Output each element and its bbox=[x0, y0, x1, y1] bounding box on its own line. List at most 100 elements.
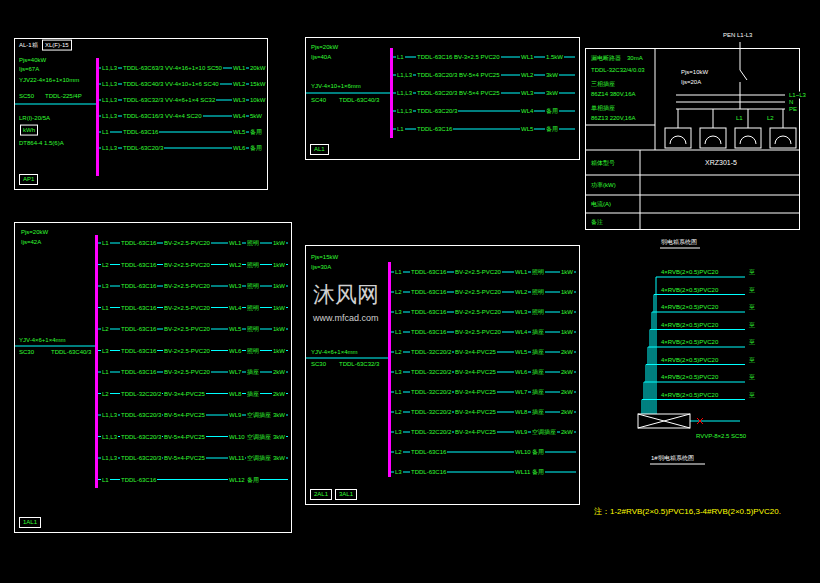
circuit-text: L1,L3 bbox=[396, 108, 413, 115]
circuit-text: 备用 bbox=[545, 108, 559, 115]
table-cell: 箱体型号 bbox=[590, 160, 616, 167]
circuit-text: WL1 bbox=[514, 269, 528, 276]
circuit-text: 3kW bbox=[272, 412, 286, 419]
load-data: Ijs=20A bbox=[680, 79, 702, 86]
cable-spec: 4×RVB(2×0.5)PVC20 bbox=[660, 321, 719, 328]
circuit-text: 空调插座 bbox=[246, 433, 272, 440]
destination: 至 bbox=[748, 321, 756, 328]
circuit-text: BV-2×2.5-PVC20 bbox=[163, 326, 211, 333]
cable-spec: 4×RVB(2×0.5)PVC20 bbox=[660, 339, 719, 346]
circuit-text: 3kW bbox=[545, 72, 559, 79]
circuit-text: L2 bbox=[101, 326, 110, 333]
circuit-text: WL8 bbox=[514, 409, 528, 416]
circuit-text: TDDL-63C32/3 VV-4×6+1×4 SC32 bbox=[122, 97, 216, 104]
signal-name: L1~L3 bbox=[788, 92, 807, 99]
circuit-text: WL1 bbox=[520, 54, 534, 61]
panel-name-group: AL1 bbox=[310, 144, 329, 155]
circuit-text: BV-3×2.5-PVC20 bbox=[454, 329, 502, 336]
circuit-text: L1,L3 bbox=[396, 90, 413, 97]
feeder-cable: YJV-4×6+1×4mm bbox=[18, 337, 67, 344]
circuit-text: WL7 bbox=[228, 369, 242, 376]
circuit-text: TDDL-63C16 bbox=[410, 329, 447, 336]
circuit-text: L3 bbox=[394, 309, 403, 316]
circuit-text: 照明 bbox=[246, 240, 260, 247]
destination: 至 bbox=[748, 269, 756, 276]
circuit-text: WL4 bbox=[520, 108, 534, 115]
table-cell: 86Z14 380V,16A bbox=[590, 91, 636, 98]
circuit-text: L3 bbox=[394, 369, 403, 376]
circuit-text: TDDL-63C16 bbox=[120, 283, 157, 290]
circuit-text: WL2 bbox=[514, 289, 528, 296]
circuit-text: L1,L3 bbox=[101, 145, 118, 152]
circuit-text: TDDL-63C20/3 bbox=[416, 108, 458, 115]
circuit-text: BV-3×4-PVC25 bbox=[454, 409, 497, 416]
circuit-text: 插座 bbox=[246, 369, 260, 376]
panel-name: 1AL1 bbox=[19, 517, 41, 528]
circuit-text: L1,L3 bbox=[101, 65, 118, 72]
box-model: XRZ301-5 bbox=[702, 158, 740, 168]
circuit-text: TDDL-32C20/2 bbox=[410, 389, 452, 396]
load-data: Pjs=15kW bbox=[310, 254, 339, 261]
load-data: Pjs=40kW bbox=[18, 57, 47, 64]
circuit-text: TDDL-63C16/3 VV-4×4 SC20 bbox=[122, 113, 203, 120]
circuit-text: BV-3×4-PVC25 bbox=[454, 349, 497, 356]
circuit-text: BV-2×2.5-PVC20 bbox=[163, 304, 211, 311]
signal-name: L1 bbox=[735, 115, 744, 122]
circuit-text: L2 bbox=[394, 349, 403, 356]
circuit-text: L1 bbox=[101, 129, 110, 136]
signal-name: N bbox=[788, 99, 794, 106]
circuit-text: BV-5×4-PVC25 bbox=[163, 433, 206, 440]
circuit-text: 插座 bbox=[531, 389, 545, 396]
destination: 至 bbox=[748, 374, 756, 381]
circuit-text: 插座 bbox=[531, 329, 545, 336]
circuit-text: 照明 bbox=[246, 304, 260, 311]
circuit-text: L2 bbox=[101, 261, 110, 268]
circuit-text: TDDL-32C20/2 bbox=[410, 349, 452, 356]
circuit-text: BV-2×2.5-PVC20 bbox=[163, 347, 211, 354]
circuit-text: BV-2×2.5-PVC20 bbox=[454, 269, 502, 276]
circuit-text: L1 bbox=[101, 476, 110, 483]
table-cell: 86Z13 220V,16A bbox=[590, 115, 636, 122]
circuit-text: L1 bbox=[101, 369, 110, 376]
main-breaker: TDDL-63C40/3 bbox=[338, 97, 380, 104]
circuit-text: WL11 bbox=[228, 455, 245, 462]
circuit-text: WL5 bbox=[232, 129, 246, 136]
circuit-text: BV-3×4-PVC25 bbox=[454, 429, 497, 436]
circuit-text: L1 bbox=[394, 269, 403, 276]
circuit-text: WL3 bbox=[514, 309, 528, 316]
cable-spec: 4×RVB(2×0.5)PVC20 bbox=[660, 374, 719, 381]
circuit-text: WL6 bbox=[228, 347, 242, 354]
circuit-text: 2kW bbox=[560, 349, 574, 356]
feeder-cable: SC30 bbox=[310, 361, 327, 368]
load-data: Pjs=10kW bbox=[680, 69, 709, 76]
circuit-text: L1,L3 bbox=[101, 81, 118, 88]
circuit-text: TDDL-63C20/3 BV-5×4 PVC25 bbox=[416, 72, 501, 79]
circuit-text: L1,L3 bbox=[101, 455, 118, 462]
circuit-text: TDDL-63C63/3 VV-4×16+1×10 SC50 bbox=[122, 65, 223, 72]
circuit-text: BV-2×2.5-PVC20 bbox=[163, 283, 211, 290]
circuit-text: WL5 bbox=[514, 349, 528, 356]
load-data: Pjs=20kW bbox=[20, 229, 49, 236]
circuit-text: L1 bbox=[396, 126, 405, 133]
circuit-text: TDDL-63C20/3 bbox=[120, 412, 162, 419]
meter-symbol: kWh bbox=[20, 125, 38, 136]
watermark: 沐风网 bbox=[312, 282, 380, 307]
circuit-text: TDDL-63C16 bbox=[122, 129, 159, 136]
circuit-text: WL5 bbox=[228, 326, 242, 333]
circuit-text: BV-5×4-PVC25 bbox=[163, 455, 206, 462]
panel-name-group: 1AL1 bbox=[19, 517, 41, 528]
circuit-text: L2 bbox=[101, 390, 110, 397]
circuit-text: 备用 bbox=[531, 449, 545, 456]
circuit-text: TDDL-63C16 bbox=[410, 469, 447, 476]
circuit-text: L2 bbox=[394, 289, 403, 296]
panel-name: 2AL1 bbox=[310, 489, 332, 500]
load-data: Ijs=40A bbox=[310, 54, 332, 61]
table-cell: 30mA bbox=[626, 55, 644, 62]
distribution-panel: 1AL1 bbox=[14, 222, 292, 533]
destination: 至 bbox=[748, 339, 756, 346]
circuit-text: TDDL-63C16 bbox=[120, 326, 157, 333]
circuit-line bbox=[15, 57, 576, 480]
circuit-text: TDDL-63C16 bbox=[416, 126, 453, 133]
circuit-text: 备用 bbox=[249, 129, 263, 136]
circuit-text: WL2 bbox=[228, 261, 242, 268]
